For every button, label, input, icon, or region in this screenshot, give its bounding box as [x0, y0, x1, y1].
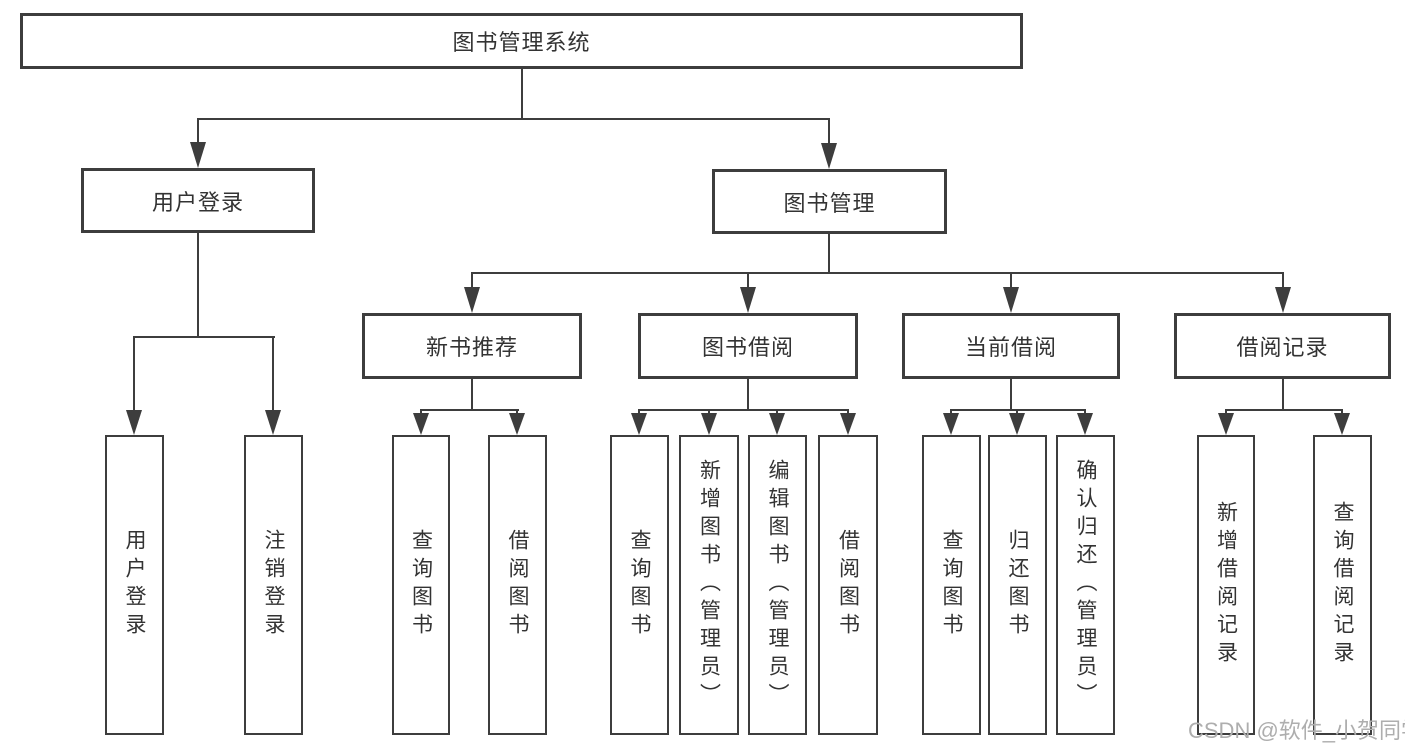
arrow-down-icon — [701, 413, 717, 435]
leaf-query-borrow-record-label: 查询借阅记录 — [1331, 501, 1354, 669]
connector-line — [639, 409, 849, 411]
connector-line — [1010, 379, 1012, 410]
node-root: 图书管理系统 — [20, 13, 1023, 69]
node-current-borrow: 当前借阅 — [902, 313, 1120, 379]
leaf-confirm-return-admin: 确认归还（管理员） — [1056, 435, 1115, 735]
connector-line — [1226, 409, 1343, 411]
leaf-return-book: 归还图书 — [988, 435, 1047, 735]
arrow-down-icon — [464, 287, 480, 313]
node-root-label: 图书管理系统 — [452, 30, 591, 55]
leaf-query-book-recommend: 查询图书 — [392, 435, 450, 735]
leaf-borrow-book-recommend-label: 借阅图书 — [506, 529, 529, 641]
arrow-down-icon — [265, 410, 281, 435]
leaf-edit-book-admin-label: 编辑图书（管理员） — [766, 459, 789, 711]
connector-line — [272, 336, 274, 414]
leaf-add-borrow-record-label: 新增借阅记录 — [1214, 501, 1238, 669]
arrow-down-icon — [509, 413, 525, 435]
node-book-borrow: 图书借阅 — [638, 313, 858, 379]
node-book-borrow-label: 图书借阅 — [701, 335, 794, 360]
connector-line — [133, 336, 135, 414]
leaf-add-book-admin-label: 新增图书（管理员） — [697, 459, 721, 711]
leaf-add-book-admin: 新增图书（管理员） — [679, 435, 739, 735]
connector-line — [521, 68, 523, 119]
connector-line — [197, 118, 830, 120]
leaf-query-book-recommend-label: 查询图书 — [409, 529, 433, 641]
node-current-borrow-label: 当前借阅 — [964, 335, 1057, 360]
leaf-query-book-borrow-label: 查询图书 — [628, 529, 651, 641]
arrow-down-icon — [840, 413, 856, 435]
connector-line — [1282, 272, 1284, 288]
connector-line — [1282, 379, 1284, 410]
connector-line — [1010, 272, 1012, 288]
connector-line — [747, 272, 749, 288]
connector-line — [471, 379, 473, 410]
connector-line — [828, 118, 830, 146]
node-book-management: 图书管理 — [712, 169, 947, 234]
arrow-down-icon — [1218, 413, 1234, 435]
arrow-down-icon — [126, 410, 142, 435]
node-new-book-recommend-label: 新书推荐 — [425, 335, 518, 360]
watermark: CSDN @软件_小贺同学 — [1188, 718, 1405, 743]
leaf-user-login-label: 用户登录 — [123, 529, 146, 641]
connector-line — [197, 118, 199, 146]
leaf-query-book-current-label: 查询图书 — [940, 529, 963, 641]
arrow-down-icon — [1009, 413, 1025, 435]
connector-line — [471, 272, 1284, 274]
arrow-down-icon — [1003, 287, 1019, 313]
connector-line — [197, 232, 199, 338]
node-book-management-label: 图书管理 — [783, 190, 876, 216]
node-user-login: 用户登录 — [81, 168, 315, 233]
leaf-borrow-book-recommend: 借阅图书 — [488, 435, 547, 735]
connector-line — [951, 409, 1086, 411]
leaf-borrow-book-label: 借阅图书 — [836, 529, 860, 641]
arrow-down-icon — [1077, 413, 1093, 435]
connector-line — [133, 336, 275, 338]
leaf-logout: 注销登录 — [244, 435, 303, 735]
arrow-down-icon — [740, 287, 756, 313]
connector-line — [471, 272, 473, 288]
leaf-query-book-current: 查询图书 — [922, 435, 981, 735]
arrow-down-icon — [1275, 287, 1291, 313]
node-user-login-label: 用户登录 — [151, 189, 244, 215]
leaf-user-login: 用户登录 — [105, 435, 164, 735]
leaf-logout-label: 注销登录 — [262, 529, 285, 641]
arrow-down-icon — [769, 413, 785, 435]
node-borrow-records: 借阅记录 — [1174, 313, 1391, 379]
leaf-borrow-book: 借阅图书 — [818, 435, 878, 735]
arrow-down-icon — [413, 413, 429, 435]
leaf-query-borrow-record: 查询借阅记录 — [1313, 435, 1372, 735]
arrow-down-icon — [1334, 413, 1350, 435]
connector-line — [747, 379, 749, 410]
connector-line — [828, 233, 830, 274]
leaf-confirm-return-admin-label: 确认归还（管理员） — [1074, 459, 1097, 711]
leaf-add-borrow-record: 新增借阅记录 — [1197, 435, 1255, 735]
connector-line — [420, 409, 519, 411]
node-borrow-records-label: 借阅记录 — [1236, 335, 1329, 360]
arrow-down-icon — [190, 142, 206, 168]
arrow-down-icon — [631, 413, 647, 435]
arrow-down-icon — [821, 143, 837, 169]
leaf-return-book-label: 归还图书 — [1006, 529, 1029, 641]
leaf-edit-book-admin: 编辑图书（管理员） — [748, 435, 807, 735]
arrow-down-icon — [943, 413, 959, 435]
leaf-query-book-borrow: 查询图书 — [610, 435, 669, 735]
node-new-book-recommend: 新书推荐 — [362, 313, 582, 379]
